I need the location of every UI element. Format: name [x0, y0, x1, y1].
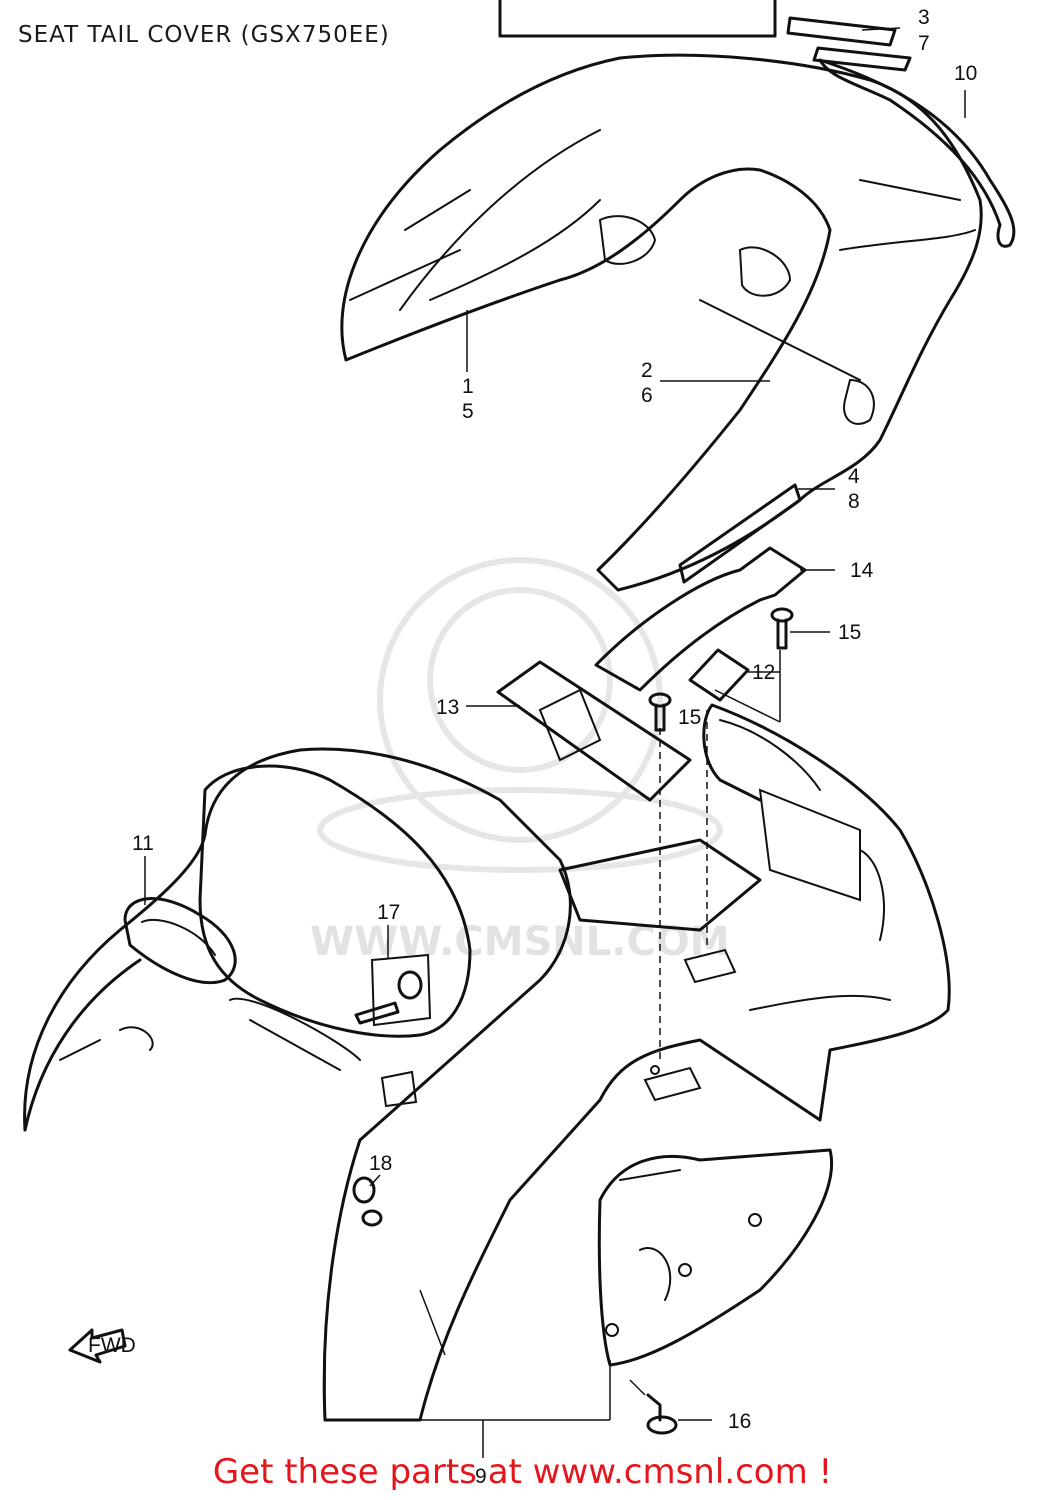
callout-6: 6: [641, 384, 653, 407]
latch-plate-13: [496, 660, 692, 802]
diagram-tag-box: [498, 0, 777, 38]
callout-15-upper: 15: [838, 621, 861, 644]
emblem-decal-4-8: [678, 483, 802, 584]
callout-3: 3: [918, 6, 930, 29]
callout-1: 1: [462, 375, 474, 398]
callout-13: 13: [436, 696, 459, 719]
callout-2: 2: [641, 359, 653, 382]
fwd-label: FWD: [88, 1334, 136, 1357]
grommet-18: [352, 1176, 383, 1227]
page-title: SEAT TAIL COVER (GSX750EE): [18, 22, 390, 48]
callout-7: 7: [918, 32, 930, 55]
callout-numbers: 3 7 10 1 5 2 6 4 8 14 15 12 13 15 11 17 …: [132, 6, 977, 1488]
bolt-15-upper: [770, 607, 794, 650]
callout-8: 8: [848, 490, 860, 513]
callout-17: 17: [377, 901, 400, 924]
grommet-11: [123, 897, 237, 985]
emblem-decal-3-7: [786, 16, 897, 47]
callout-12: 12: [752, 661, 775, 684]
callout-18: 18: [369, 1152, 392, 1175]
emblem-decal-top: [812, 46, 912, 72]
callout-9: 9: [475, 1465, 487, 1488]
seat-tail-lower-body: [23, 703, 951, 1422]
callout-16: 16: [728, 1410, 751, 1433]
callout-15-lower: 15: [678, 706, 701, 729]
callout-5: 5: [462, 400, 474, 423]
leader-lines: [144, 27, 966, 1458]
callout-11: 11: [132, 832, 154, 855]
trim-strip-10: [818, 58, 1016, 248]
callout-4: 4: [848, 465, 860, 488]
seat-tail-cover-upper: [340, 53, 983, 592]
watermark-logo: WWW.CMSNL.COM: [310, 557, 730, 965]
callout-10: 10: [954, 62, 977, 85]
screw-16: [646, 1393, 678, 1435]
callout-14: 14: [850, 559, 874, 582]
forward-direction-arrow: FWD: [68, 1328, 136, 1364]
footer-cmsnl-link[interactable]: Get these parts at www.cmsnl.com !: [212, 1452, 833, 1492]
bracket-12: [688, 648, 750, 702]
bolt-washer-17: [354, 953, 432, 1027]
